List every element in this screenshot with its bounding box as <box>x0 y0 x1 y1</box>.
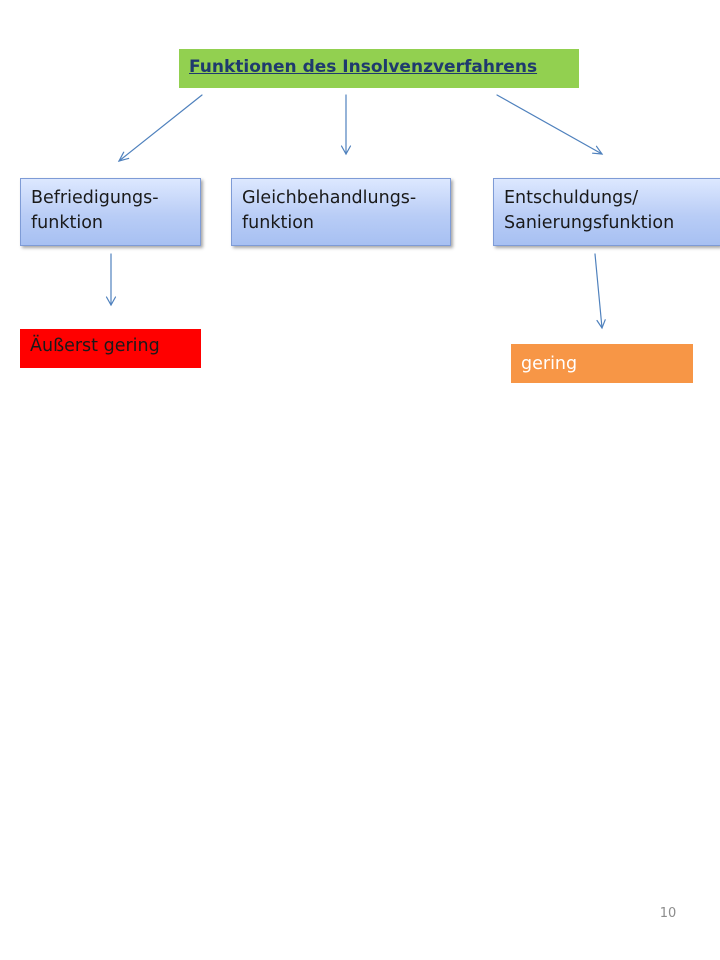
evaluation-box-aeusserst-gering: Äußerst gering <box>20 329 201 368</box>
arrow-title-to-befriedigung <box>117 94 203 162</box>
function-label-line2: funktion <box>242 213 314 233</box>
arrow-entschuldung-to-evaluation <box>594 253 606 330</box>
function-box-entschuldung: Entschuldungs/ Sanierungsfunktion <box>493 178 720 246</box>
diagram-title: Funktionen des Insolvenzverfahrens <box>189 57 538 77</box>
page-number: 10 <box>659 906 677 921</box>
arrow-title-to-gleichbehandlung <box>340 94 352 156</box>
function-label-line2: Sanierungsfunktion <box>504 213 675 233</box>
evaluation-box-gering: gering <box>511 344 693 383</box>
evaluation-label: Äußerst gering <box>30 336 160 356</box>
function-label-line1: Befriedigungs- <box>31 188 159 208</box>
function-label-line1: Gleichbehandlungs- <box>242 188 417 208</box>
arrow-title-to-entschuldung <box>496 94 604 155</box>
function-box-befriedigung: Befriedigungs- funktion <box>20 178 201 246</box>
function-label-line2: funktion <box>31 213 103 233</box>
function-label-line1: Entschuldungs/ <box>504 188 639 208</box>
diagram-title-box: Funktionen des Insolvenzverfahrens <box>179 49 579 88</box>
arrow-befriedigung-to-evaluation <box>105 253 117 307</box>
evaluation-label: gering <box>521 354 578 374</box>
function-box-gleichbehandlung: Gleichbehandlungs- funktion <box>231 178 451 246</box>
